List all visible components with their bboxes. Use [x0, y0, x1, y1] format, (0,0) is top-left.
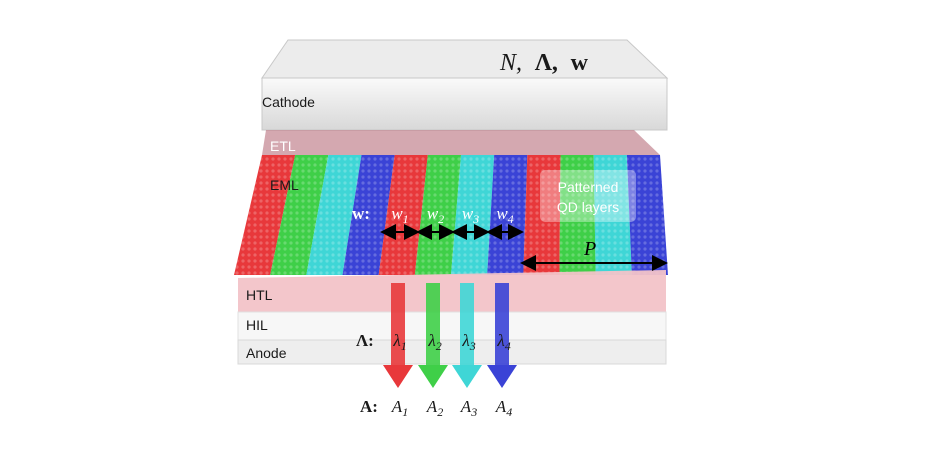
eml-label: EML [270, 177, 299, 193]
anode-slab [237, 339, 667, 365]
emission-arrow-head [487, 365, 517, 388]
svg-text:N, Λ, w: N, Λ, w [499, 49, 589, 76]
amplitude-label: A4 [495, 397, 512, 419]
parameter-label: N, Λ, w [499, 49, 589, 76]
patterned-line1: Patterned [558, 179, 619, 195]
etl-slab [262, 130, 660, 155]
hil-layer [237, 311, 667, 341]
hil-slab [237, 311, 667, 341]
hil-label: HIL [246, 317, 268, 333]
width-label: w4 [496, 204, 513, 226]
param-lambda: Λ, [535, 50, 558, 76]
amplitude-label: A1 [391, 397, 408, 419]
cathode-block [261, 39, 669, 131]
emission-arrow-body [495, 283, 509, 365]
htl-label: HTL [246, 287, 273, 303]
wavelength-label: λ2 [427, 331, 441, 353]
etl-label: ETL [270, 138, 296, 154]
cathode-top-face [261, 39, 669, 79]
patterned-callout-box [540, 170, 636, 222]
etl-layer [262, 130, 660, 155]
width-label: w2 [427, 204, 444, 226]
period-label: P [583, 238, 596, 260]
htl-layer [238, 270, 666, 313]
patterned-callout: Patterned QD layers [540, 170, 636, 222]
period-annotation: P [520, 238, 668, 271]
param-w: w [571, 50, 589, 76]
anode-layer [237, 339, 667, 365]
emission-arrow-head [418, 365, 448, 388]
qd-dot-texture [234, 155, 668, 275]
wavelength-label: λ3 [461, 331, 475, 353]
width-label: w3 [462, 204, 479, 226]
width-label: w1 [391, 204, 408, 226]
amplitude-prefix: A: [360, 397, 378, 416]
width-annotations: w: w1 w2 w3 w4 [352, 204, 524, 240]
amplitude-label: A3 [460, 397, 477, 419]
lambda-prefix: Λ: [356, 331, 374, 350]
cathode-front-face [261, 77, 668, 131]
emission-arrows [383, 283, 517, 388]
cathode-label: Cathode [262, 94, 315, 110]
width-prefix: w: [352, 204, 370, 223]
eml-layer [234, 155, 668, 275]
anode-label: Anode [246, 345, 287, 361]
amplitude-label: A2 [426, 397, 443, 419]
wavelength-label: λ1 [392, 331, 406, 353]
emission-arrow-body [460, 283, 474, 365]
emission-arrow-body [391, 283, 405, 365]
param-n: N, [499, 50, 522, 76]
emission-arrow-head [452, 365, 482, 388]
htl-slab [238, 270, 666, 312]
emission-arrow-body [426, 283, 440, 365]
wavelength-label: λ4 [496, 331, 510, 353]
emission-arrow-head [383, 365, 413, 388]
patterned-line2: QD layers [557, 199, 619, 215]
